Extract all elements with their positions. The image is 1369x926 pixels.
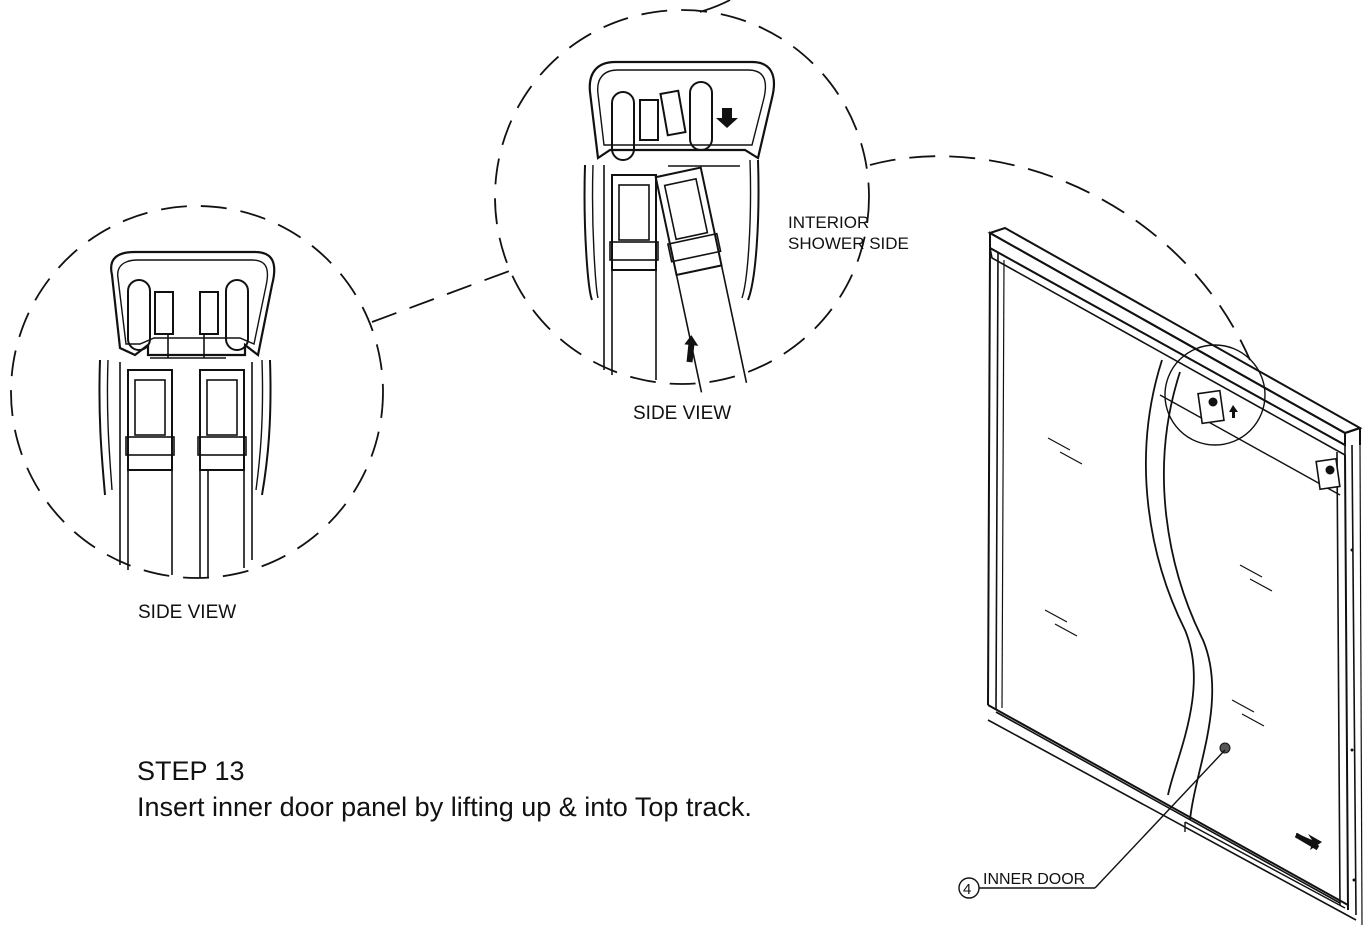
interior-label-line2: SHOWER SIDE [788,234,909,253]
part-name-label: INNER DOOR [983,871,1085,888]
part-number-label: 4 [963,881,971,898]
step-instruction: Insert inner door panel by lifting up & … [137,792,752,822]
interior-label-line1: INTERIOR [788,213,869,232]
side-view-label-left: SIDE VIEW [138,602,236,623]
side-view-label-top: SIDE VIEW [633,403,731,424]
top-detail-circle [494,0,870,393]
step-title: STEP 13 [137,756,245,786]
left-detail-circle [10,205,384,579]
detail-connector-line [371,269,513,323]
door-assembly [987,226,1363,926]
part-callout [958,749,1226,899]
detail-leader-arc [869,155,1251,361]
